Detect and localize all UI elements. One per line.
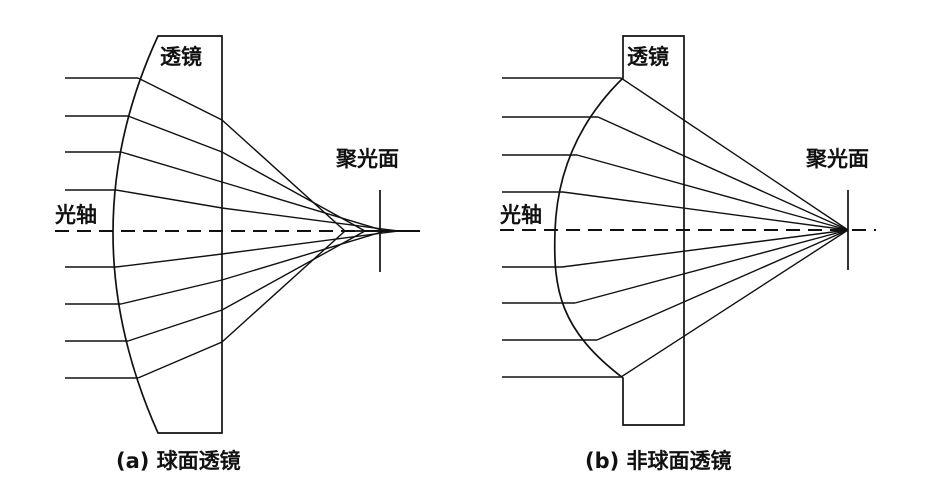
refracted-ray <box>597 116 849 231</box>
caption-b: (b) 非球面透镜 <box>585 449 732 473</box>
diagram-a-spherical-lens: 透镜 光轴 聚光面 (a) 球面透镜 <box>54 35 420 473</box>
optical-axis-label-b: 光轴 <box>499 203 542 227</box>
refracted-ray <box>620 229 849 378</box>
refracted-ray <box>596 229 849 341</box>
refracted-ray <box>137 230 410 379</box>
refracted-ray <box>576 154 849 231</box>
focal-plane-label-a: 聚光面 <box>335 147 399 171</box>
refracted-rays-b <box>561 77 849 378</box>
refracted-ray <box>120 230 410 305</box>
diagram-b-aspherical-lens: 透镜 光轴 聚光面 (b) 非球面透镜 <box>499 35 876 473</box>
focal-plane-label-b: 聚光面 <box>805 147 869 171</box>
incoming-rays-a <box>65 77 138 379</box>
refracted-rays-a <box>115 77 410 379</box>
lens-label-a: 透镜 <box>160 45 202 69</box>
incoming-rays-b <box>502 77 621 378</box>
refracted-ray <box>561 229 849 268</box>
refracted-ray <box>574 229 849 304</box>
refracted-ray <box>562 191 849 231</box>
refracted-ray <box>620 77 849 231</box>
refracted-ray <box>115 189 399 232</box>
caption-a: (a) 球面透镜 <box>116 449 241 473</box>
spherical-lens-outline <box>112 35 223 434</box>
refracted-ray <box>115 230 399 268</box>
aspherical-lens-outline <box>553 35 685 426</box>
optical-axis-label-a: 光轴 <box>54 203 97 227</box>
lens-label-b: 透镜 <box>627 45 669 69</box>
